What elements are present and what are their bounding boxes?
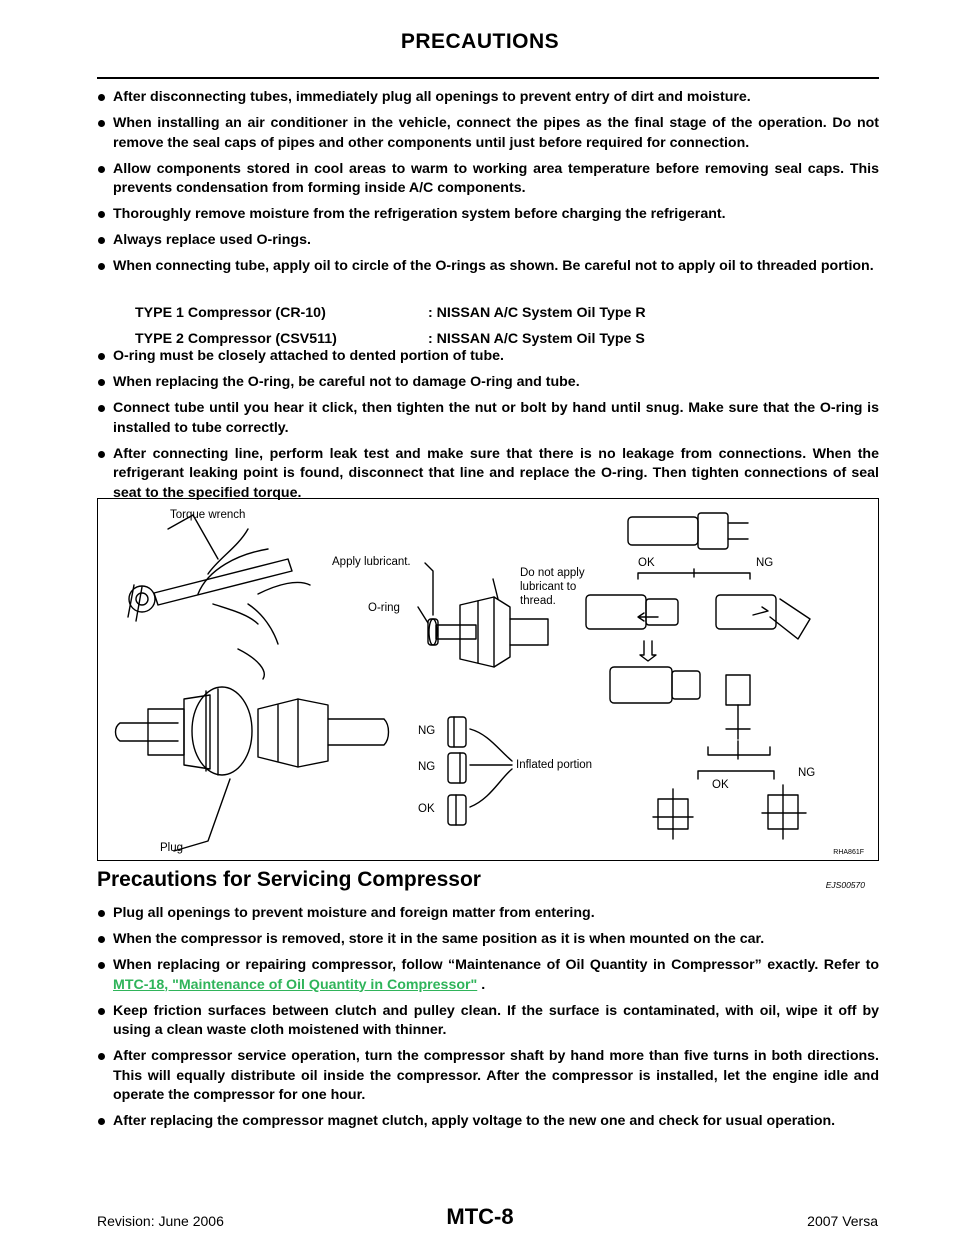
section-heading: Precautions for Servicing Compressor EJS…: [97, 868, 879, 892]
plug-label: Plug: [160, 842, 184, 854]
tube-and-plug-drawing: [114, 686, 390, 852]
ng-label: NG: [798, 767, 816, 779]
do-not-apply-label-2: lubricant to: [520, 581, 577, 593]
ng-label: NG: [756, 557, 774, 569]
list-item: Thoroughly remove moisture from the refr…: [97, 205, 879, 225]
oil-type: : NISSAN A/C System Oil Type R: [428, 305, 646, 321]
oil-type-table: TYPE 1 Compressor (CR-10) : NISSAN A/C S…: [135, 300, 646, 352]
precaution-list-2: O-ring must be closely attached to dente…: [97, 347, 879, 510]
o-ring-label: O-ring: [368, 602, 400, 614]
list-item: Connect tube until you hear it click, th…: [97, 399, 879, 438]
list-item: When the compressor is removed, store it…: [97, 930, 879, 950]
list-item: After disconnecting tubes, immediately p…: [97, 88, 879, 108]
figure-code: RHA861F: [833, 849, 864, 856]
compressor-type: TYPE 1 Compressor (CR-10): [135, 305, 326, 321]
torque-wrench-drawing: [127, 514, 311, 680]
section-code: EJS00570: [825, 880, 865, 890]
list-item-text-end: .: [477, 976, 486, 993]
page-number: MTC-8: [446, 1204, 514, 1229]
list-item: When connecting tube, apply oil to circl…: [97, 257, 879, 277]
ng-label: NG: [418, 761, 436, 773]
list-item-text: When replacing or repairing compressor, …: [113, 957, 879, 973]
apply-lubricant-label: Apply lubricant.: [332, 556, 411, 568]
revision-date: Revision: June 2006: [97, 1213, 224, 1229]
table-row: TYPE 2 Compressor (CSV511) : NISSAN A/C …: [135, 326, 646, 352]
list-item: After compressor service operation, turn…: [97, 1047, 879, 1106]
oil-type: : NISSAN A/C System Oil Type S: [428, 331, 645, 347]
page-title: PRECAUTIONS: [400, 30, 560, 53]
list-item: When replacing or repairing compressor, …: [97, 956, 879, 995]
torque-wrench-label: Torque wrench: [170, 509, 246, 521]
do-not-apply-label-3: thread.: [520, 595, 556, 607]
o-ring-inflation-drawing: [447, 716, 513, 826]
list-item: After connecting line, perform leak test…: [97, 445, 879, 504]
list-item: Plug all openings to prevent moisture an…: [97, 904, 879, 924]
section-title: Precautions for Servicing Compressor: [97, 868, 481, 891]
list-item: O-ring must be closely attached to dente…: [97, 347, 879, 367]
inflated-portion-label: Inflated portion: [516, 759, 593, 771]
figure-illustration: [114, 512, 811, 852]
seal-seat-drawing: [652, 674, 807, 840]
ok-label: OK: [418, 803, 435, 815]
list-item: Allow components stored in cool areas to…: [97, 160, 879, 199]
connector-ok-ng-drawings: [585, 512, 811, 704]
do-not-apply-label-1: Do not apply: [520, 567, 585, 579]
compressor-type: TYPE 2 Compressor (CSV511): [135, 331, 337, 347]
oil-quantity-reference-link[interactable]: MTC-18, "Maintenance of Oil Quantity in …: [113, 976, 478, 993]
compressor-precaution-list: Plug all openings to prevent moisture an…: [97, 904, 879, 1138]
ng-label: NG: [418, 725, 436, 737]
list-item: When installing an air conditioner in th…: [97, 114, 879, 153]
table-row: TYPE 1 Compressor (CR-10) : NISSAN A/C S…: [135, 300, 646, 326]
title-rule: [97, 77, 879, 79]
list-item: When replacing the O-ring, be careful no…: [97, 373, 879, 393]
precaution-list-1: After disconnecting tubes, immediately p…: [97, 88, 879, 283]
ok-label: OK: [638, 557, 655, 569]
list-item: Keep friction surfaces between clutch an…: [97, 1002, 879, 1041]
ok-label: OK: [712, 779, 729, 791]
o-ring-connection-figure: Torque wrench Apply lubricant. Do not ap…: [97, 498, 879, 861]
list-item: After replacing the compressor magnet cl…: [97, 1112, 879, 1132]
vehicle-model: 2007 Versa: [807, 1213, 878, 1229]
list-item: Always replace used O-rings.: [97, 231, 879, 251]
tube-nut-drawing: [417, 562, 549, 668]
